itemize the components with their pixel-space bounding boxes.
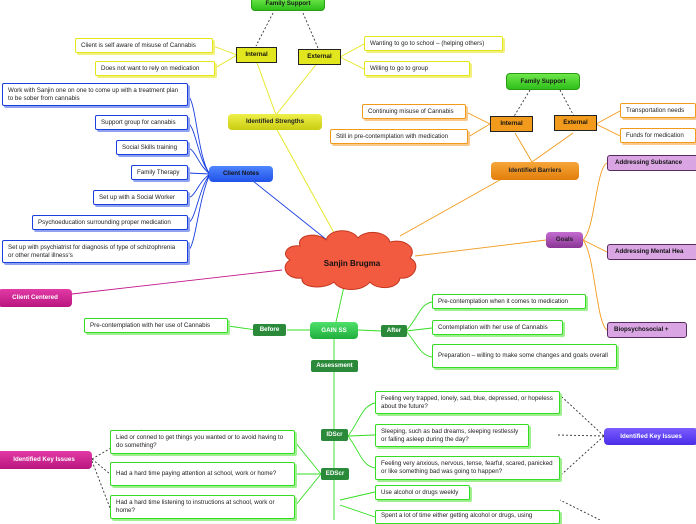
client-note-6[interactable]: Psychoeducation surrounding proper medic… (32, 215, 188, 230)
family-support-top[interactable]: Family Support (251, 0, 325, 11)
after-item-2[interactable]: Contemplation with her use of Cannabis (432, 320, 563, 335)
identified-key-issues-right[interactable]: Identified Key Issues (604, 428, 696, 445)
family-support-barriers[interactable]: Family Support (506, 73, 580, 90)
idscr[interactable]: IDScr (321, 429, 348, 441)
goal-mental-health[interactable]: Addressing Mental Hea (607, 244, 696, 260)
idscr-item-1[interactable]: Feeling very trapped, lonely, sad, blue,… (375, 391, 560, 414)
client-notes[interactable]: Client Notes (209, 166, 273, 182)
gain-before[interactable]: Before (253, 324, 286, 336)
edscr[interactable]: EDScr (321, 468, 349, 480)
strength-external-item-1[interactable]: Wanting to go to school – (helping other… (364, 36, 503, 51)
idscr-item-2[interactable]: Sleeping, such as bad dreams, sleeping r… (375, 424, 529, 447)
sdscr-item-2[interactable]: Spent a lot of time either getting alcoh… (375, 510, 560, 524)
barriers-external[interactable]: External (554, 115, 597, 131)
central-topic[interactable]: Sanjin Brugma (323, 259, 381, 268)
gain-ss[interactable]: GAIN SS (310, 322, 358, 339)
edscr-item-2[interactable]: Had a hard time paying attention at scho… (110, 462, 295, 486)
client-centered[interactable]: Client Centered (0, 289, 72, 307)
identified-key-issues-left[interactable]: Identified Key Issues (0, 451, 92, 469)
client-note-1[interactable]: Work with Sanjin one on one to come up w… (2, 83, 188, 106)
strengths-external[interactable]: External (298, 49, 341, 65)
edscr-item-3[interactable]: Had a hard time listening to instruction… (110, 495, 295, 519)
goal-biopsychosocial[interactable]: Biopsychosocial + (607, 322, 687, 338)
sdscr-item-1[interactable]: Use alcohol or drugs weekly (375, 485, 470, 500)
strengths-internal[interactable]: Internal (236, 47, 277, 63)
barriers-internal[interactable]: Internal (490, 116, 533, 132)
strength-external-item-2[interactable]: Willing to go to group (364, 61, 470, 76)
client-note-7[interactable]: Set up with psychiatrist for diagnosis o… (2, 240, 188, 263)
gain-after[interactable]: After (381, 325, 407, 337)
strength-internal-item-1[interactable]: Client is self aware of misuse of Cannab… (75, 38, 213, 53)
identified-barriers[interactable]: Identified Barriers (491, 162, 579, 180)
central-cloud-shape (284, 230, 417, 290)
client-note-5[interactable]: Set up with a Social Worker (93, 190, 188, 205)
client-note-3[interactable]: Social Skills training (116, 140, 188, 155)
idscr-item-3[interactable]: Feeling very anxious, nervous, tense, fe… (375, 456, 560, 480)
barrier-internal-item-2[interactable]: Still in pre-contemplation with medicati… (330, 129, 468, 144)
before-item[interactable]: Pre-contemplation with her use of Cannab… (84, 318, 228, 333)
identified-strengths[interactable]: Identified Strengths (228, 114, 322, 130)
strength-internal-item-2[interactable]: Does not want to rely on medication (95, 61, 215, 76)
edscr-item-1[interactable]: Lied or conned to get things you wanted … (110, 430, 295, 454)
goal-substance[interactable]: Addressing Substance (607, 155, 696, 171)
after-item-1[interactable]: Pre-contemplation when it comes to medic… (432, 294, 586, 309)
client-note-2[interactable]: Support group for cannabis (95, 115, 188, 130)
barrier-external-item-2[interactable]: Funds for medication (620, 128, 696, 143)
barrier-external-item-1[interactable]: Transportation needs (620, 103, 696, 118)
client-note-4[interactable]: Family Therapy (131, 165, 188, 180)
after-item-3[interactable]: Preparation – willing to make some chang… (432, 344, 617, 368)
assessment[interactable]: Assessment (311, 360, 358, 372)
barrier-internal-item-1[interactable]: Continuing misuse of Cannabis (362, 104, 466, 119)
goals[interactable]: Goals (546, 232, 583, 248)
